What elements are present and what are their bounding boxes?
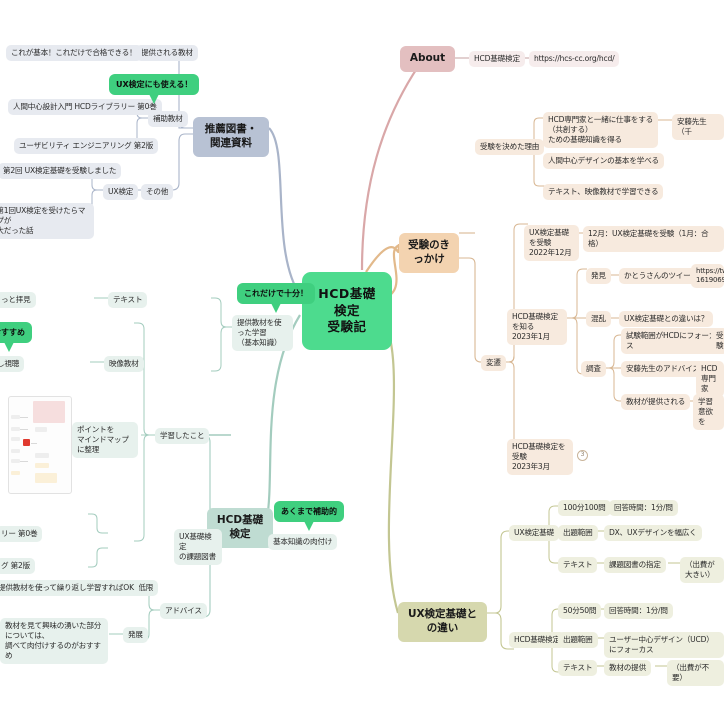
leaf-nikuzuke-label[interactable]: 基本知識の肉付け bbox=[268, 534, 338, 551]
leaf-hakken-url[interactable]: https://twit 16190695411 bbox=[691, 264, 724, 289]
leaf-hakken-child[interactable]: かとうさんのツイート bbox=[619, 268, 703, 285]
leaf-hcd-row-1-val[interactable]: 回答時間：1分/問 bbox=[604, 603, 673, 620]
leaf-chosa-1[interactable]: 試験範囲がHCDにフォーカス bbox=[621, 328, 724, 355]
callout-tail-icon bbox=[271, 303, 281, 313]
callout-text: おすすめ bbox=[0, 328, 25, 337]
leaf-sonota-label[interactable]: その他 bbox=[141, 184, 174, 201]
mindmap-thumbnail-image[interactable] bbox=[8, 396, 72, 494]
leaf-hojo-child-1[interactable]: 人間中心設計入門 HCDライブラリー 第0巻 bbox=[8, 99, 162, 116]
callout-text: UX検定にも使える！ bbox=[116, 80, 193, 89]
leaf-mindmap-label[interactable]: ポイントを マインドマップに整理 bbox=[72, 422, 138, 459]
callout-text: あくまで補助的 bbox=[281, 507, 337, 516]
leaf-hojo-child-2[interactable]: ユーザビリティ エンジニアリング 第2版 bbox=[14, 138, 159, 155]
leaf-ux-row-3-key[interactable]: テキスト bbox=[558, 557, 598, 574]
leaf-hatten-child[interactable]: 教材を見て興味の湧いた部分については、 調べて肉付けするのがおすすめ bbox=[0, 618, 108, 665]
root-node[interactable]: HCD基礎検定 受験記 bbox=[302, 272, 392, 350]
leaf-ux-row-3-val[interactable]: 課題図書の指定 bbox=[604, 557, 666, 574]
leaf-chosa-2[interactable]: 安藤先生のアドバイス bbox=[621, 361, 705, 378]
leaf-reason-1[interactable]: HCD専門家と一緒に仕事をする（共創する） ための基礎知識を得る bbox=[543, 112, 658, 149]
leaf-ux-kentei-label[interactable]: UX検定 bbox=[103, 184, 139, 201]
leaf-hcd-row-2-key[interactable]: 出題範囲 bbox=[558, 632, 598, 649]
leaf-timeline-2[interactable]: HCD基礎検定を知る 2023年1月 bbox=[507, 309, 567, 346]
leaf-hakken-label[interactable]: 発見 bbox=[586, 268, 611, 285]
leaf-ux-row-1-val[interactable]: 回答時間：1分/問 bbox=[609, 500, 678, 517]
leaf-saiteigen-child[interactable]: 提供教材を使って繰り返し学習すればOK bbox=[0, 580, 139, 597]
callout-tail-icon bbox=[149, 94, 160, 104]
leaf-teikyou-label[interactable]: 提供される教材 bbox=[136, 45, 198, 62]
leaf-video-label[interactable]: 映像教材 bbox=[104, 356, 144, 373]
callout-study-enough: これだけで十分！ bbox=[237, 283, 315, 313]
leaf-kadai-label[interactable]: UX基礎検定 の課題図書 bbox=[174, 529, 222, 566]
callout-osusume: おすすめ bbox=[0, 322, 32, 352]
callout-text: これだけで十分！ bbox=[244, 289, 308, 298]
leaf-video-note[interactable]: し視聴 bbox=[0, 356, 25, 373]
leaf-ux-child-1[interactable]: 第2回 UX検定基礎を受験しました bbox=[0, 163, 122, 180]
leaf-chosa-3-note[interactable]: 学習意欲を bbox=[693, 394, 724, 431]
leaf-hatten-label[interactable]: 発展 bbox=[123, 627, 148, 644]
branch-books[interactable]: 推薦図書・関連資料 bbox=[193, 117, 269, 157]
leaf-konran-label[interactable]: 混乱 bbox=[586, 311, 611, 328]
leaf-about-url[interactable]: https://hcs-cc.org/hcd/ bbox=[529, 51, 620, 68]
branch-chigai[interactable]: UX検定基礎との違い bbox=[398, 602, 487, 642]
leaf-timeline-1[interactable]: UX検定基礎を受験 2022年12月 bbox=[524, 225, 579, 262]
leaf-reason-2[interactable]: 人間中心デザインの基本を学べる bbox=[543, 153, 664, 170]
callout-supplementary: あくまで補助的 bbox=[274, 501, 344, 531]
leaf-text-note[interactable]: っと拝見 bbox=[0, 292, 36, 309]
leaf-about-name[interactable]: HCD基礎検定 bbox=[469, 51, 525, 68]
leaf-advice-label[interactable]: アドバイス bbox=[160, 603, 207, 620]
leaf-hcd-row-3-val2[interactable]: （出費が不要） bbox=[667, 660, 724, 687]
leaf-gakushu-label[interactable]: 学習したこと bbox=[155, 428, 210, 445]
leaf-chosa-1-note[interactable]: 受験 bbox=[711, 328, 724, 355]
leaf-chigai-group-ux[interactable]: UX検定基礎 bbox=[509, 525, 559, 542]
leaf-chosa-3[interactable]: 教材が提供される bbox=[621, 394, 691, 411]
leaf-reason-3[interactable]: テキスト、映像教材で学習できる bbox=[543, 184, 664, 201]
leaf-chigai-group-hcd[interactable]: HCD基礎検定 bbox=[509, 632, 565, 649]
leaf-ux-row-3-val2[interactable]: （出費が大きい） bbox=[680, 557, 724, 584]
leaf-ux-child-2[interactable]: が第1回UX検定を受けたらマップが 膨大だった話 bbox=[0, 203, 94, 240]
leaf-teikyou-child[interactable]: これが基本！これだけで合格できる！ bbox=[6, 45, 142, 62]
leaf-timeline-3[interactable]: HCD基礎検定を受験 2023年3月 bbox=[507, 439, 573, 476]
timeline-3-badge: 3 bbox=[577, 450, 588, 461]
leaf-study-main[interactable]: 提供教材を使った学習 （基本知識） bbox=[232, 315, 293, 352]
branch-about[interactable]: About bbox=[400, 46, 455, 72]
leaf-text-label[interactable]: テキスト bbox=[108, 292, 148, 309]
leaf-hcd-row-1-key[interactable]: 50分50問 bbox=[558, 603, 602, 620]
leaf-chosa-2-note[interactable]: HCD専門家 bbox=[696, 361, 724, 398]
callout-ux-kentei-usable: UX検定にも使える！ bbox=[109, 74, 200, 104]
leaf-ux-row-2-key[interactable]: 出題範囲 bbox=[558, 525, 598, 542]
branch-kikkake[interactable]: 受験のきっかけ bbox=[399, 233, 459, 273]
leaf-timeline-1-detail[interactable]: 12月：UX検定基礎を受験（1月：合格） bbox=[583, 226, 724, 253]
leaf-hojo-label[interactable]: 補助教材 bbox=[148, 111, 188, 128]
leaf-kadai-child-1[interactable]: リー 第0巻 bbox=[0, 526, 43, 543]
leaf-ux-row-2-val[interactable]: DX、UXデザインを幅広く bbox=[604, 525, 702, 542]
leaf-hensen-label[interactable]: 変遷 bbox=[481, 355, 506, 372]
leaf-hcd-row-3-val[interactable]: 教材の提供 bbox=[604, 660, 651, 677]
leaf-konran-child[interactable]: UX検定基礎との違いは？ bbox=[619, 311, 714, 328]
callout-tail-icon bbox=[4, 342, 14, 352]
leaf-chosa-label[interactable]: 調査 bbox=[581, 361, 606, 378]
leaf-reason-1-note[interactable]: 安藤先生（千 bbox=[672, 114, 724, 141]
leaf-reason-label[interactable]: 受験を決めた理由 bbox=[475, 139, 545, 156]
callout-tail-icon bbox=[304, 521, 314, 531]
leaf-hcd-row-3-key[interactable]: テキスト bbox=[558, 660, 598, 677]
leaf-kadai-child-2[interactable]: グ 第2版 bbox=[0, 558, 36, 575]
leaf-hcd-row-2-val[interactable]: ユーザー中心デザイン（UCD）にフォーカス bbox=[604, 632, 724, 659]
leaf-ux-row-1-key[interactable]: 100分100問 bbox=[558, 500, 611, 517]
